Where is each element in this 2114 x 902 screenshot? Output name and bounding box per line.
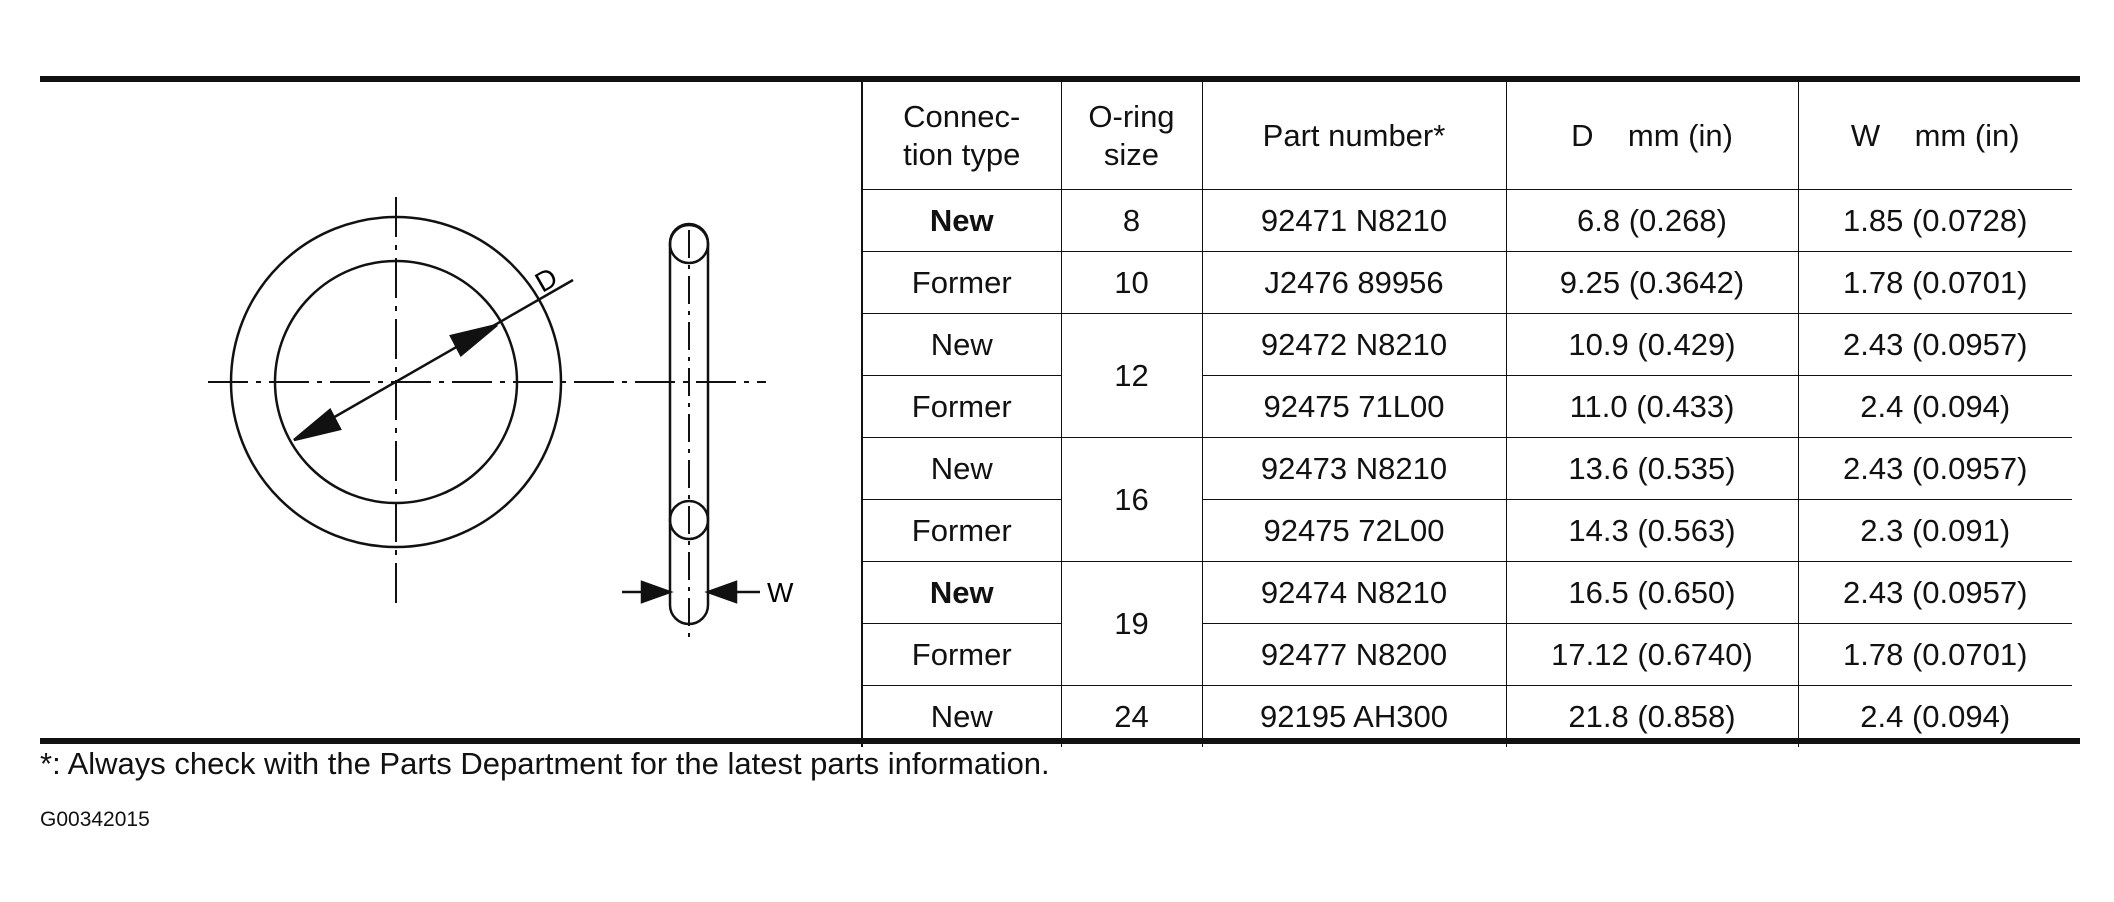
oring-diagram: D W [40, 82, 860, 738]
cell-d: 21.8 (0.858) [1505, 685, 1799, 747]
table-row: New 19 92474 N8210 16.5 (0.650) 2.43 (0.… [861, 561, 2072, 686]
table-row: Former 92475 71L00 11.0 (0.433) 2.4 (0.0… [861, 375, 2072, 438]
cell-part: 92474 N8210 [1201, 561, 1507, 624]
cell-w: 1.78 (0.0701) [1797, 251, 2072, 314]
header-part-number: Part number* [1201, 82, 1507, 190]
cell-w: 2.4 (0.094) [1797, 375, 2072, 438]
cell-size: 24 [1060, 685, 1203, 747]
cell-d: 9.25 (0.3642) [1505, 251, 1799, 314]
table-row: New 24 92195 AH300 21.8 (0.858) 2.4 (0.0… [861, 685, 2072, 747]
cell-type: New [861, 189, 1062, 252]
cell-type: New [861, 313, 1062, 376]
diameter-arrow [293, 278, 574, 442]
footnote: *: Always check with the Parts Departmen… [40, 746, 1050, 781]
cell-d: 16.5 (0.650) [1505, 561, 1799, 624]
header-w: W mm (in) [1797, 82, 2072, 190]
header-row: Connec- tion type O-ring size Part numbe… [861, 82, 2072, 190]
cell-part: J2476 89956 [1201, 251, 1507, 314]
cell-w: 2.43 (0.0957) [1797, 561, 2072, 624]
header-d: D mm (in) [1505, 82, 1799, 190]
center-lines [208, 197, 766, 610]
cell-d: 6.8 (0.268) [1505, 189, 1799, 252]
top-rule [40, 76, 2080, 82]
cell-d: 13.6 (0.535) [1505, 437, 1799, 500]
table-row: Former 92475 72L00 14.3 (0.563) 2.3 (0.0… [861, 499, 2072, 562]
cell-d: 10.9 (0.429) [1505, 313, 1799, 376]
cell-d: 11.0 (0.433) [1505, 375, 1799, 438]
cell-type: Former [861, 623, 1062, 686]
table-row: New 16 92473 N8210 13.6 (0.535) 2.43 (0.… [861, 437, 2072, 562]
cell-size: 8 [1060, 189, 1203, 252]
cell-type: Former [861, 375, 1062, 438]
cell-d: 17.12 (0.6740) [1505, 623, 1799, 686]
table-row: Former 92477 N8200 17.12 (0.6740) 1.78 (… [861, 623, 2072, 686]
table-row: Former 10 J2476 89956 9.25 (0.3642) 1.78… [861, 251, 2072, 314]
cell-w: 2.3 (0.091) [1797, 499, 2072, 562]
header-oring-size: O-ring size [1060, 82, 1203, 190]
cell-w: 2.43 (0.0957) [1797, 437, 2072, 500]
cell-d: 14.3 (0.563) [1505, 499, 1799, 562]
cell-part: 92473 N8210 [1201, 437, 1507, 500]
cell-type: New [861, 685, 1062, 747]
figure-code: G00342015 [40, 808, 150, 831]
cell-type: New [861, 437, 1062, 500]
bottom-rule [40, 738, 2080, 744]
oring-spec-table: Connec- tion type O-ring size Part numbe… [861, 82, 2072, 747]
table-row: New 12 92472 N8210 10.9 (0.429) 2.43 (0.… [861, 313, 2072, 438]
table-row: New 8 92471 N8210 6.8 (0.268) 1.85 (0.07… [861, 189, 2072, 252]
cell-w: 1.85 (0.0728) [1797, 189, 2072, 252]
width-arrows [622, 580, 760, 604]
cell-w: 2.43 (0.0957) [1797, 313, 2072, 376]
cell-type: Former [861, 251, 1062, 314]
cell-type: Former [861, 499, 1062, 562]
cell-size: 16 [1060, 437, 1203, 562]
cell-w: 1.78 (0.0701) [1797, 623, 2072, 686]
cell-part: 92475 72L00 [1201, 499, 1507, 562]
cell-part: 92472 N8210 [1201, 313, 1507, 376]
header-connection-type: Connec- tion type [861, 82, 1062, 190]
cell-part: 92195 AH300 [1201, 685, 1507, 747]
cell-part: 92477 N8200 [1201, 623, 1507, 686]
cell-w: 2.4 (0.094) [1797, 685, 2072, 747]
label-w: W [767, 577, 794, 608]
cell-part: 92475 71L00 [1201, 375, 1507, 438]
cell-size: 10 [1060, 251, 1203, 314]
cell-size: 19 [1060, 561, 1203, 686]
cell-type: New [861, 561, 1062, 624]
cell-size: 12 [1060, 313, 1203, 438]
cell-part: 92471 N8210 [1201, 189, 1507, 252]
